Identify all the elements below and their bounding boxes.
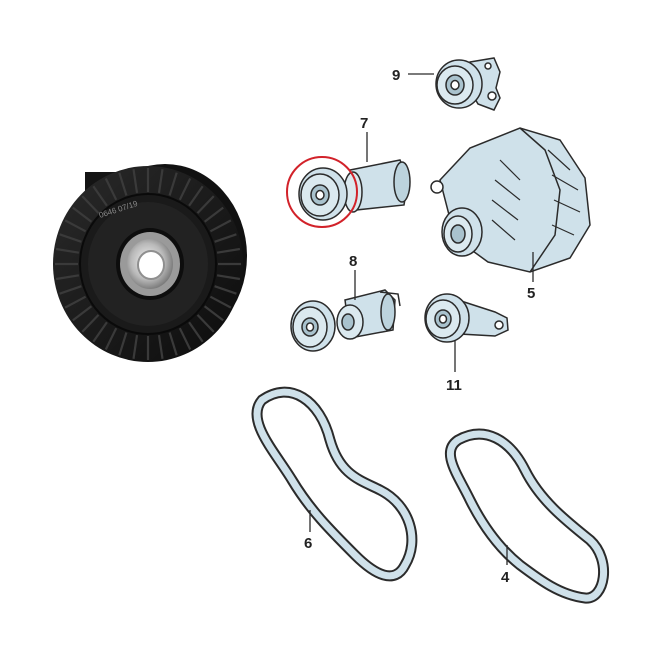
- pulley-rib: [209, 219, 232, 233]
- pulley-rib: [104, 178, 118, 201]
- pulley-rib: [168, 172, 178, 196]
- pulley-rib: [178, 327, 192, 350]
- pulley-rib: [178, 178, 192, 201]
- callout-5: 5: [527, 285, 535, 302]
- callout-7: 7: [360, 115, 368, 132]
- part-8-tensioner-assembly: [290, 289, 401, 352]
- pulley-rib: [203, 206, 224, 223]
- pulley-rib: [157, 334, 164, 359]
- highlight-circle: [286, 156, 358, 228]
- pulley-rib: [81, 195, 100, 214]
- pulley-rib: [209, 295, 232, 309]
- pulley-rib: [72, 305, 93, 322]
- pulley-rib: [55, 274, 80, 281]
- pulley-rib: [104, 327, 118, 350]
- pulley-rib: [81, 314, 100, 333]
- pulley-rib: [196, 195, 215, 214]
- callout-11: 11: [446, 377, 462, 394]
- callout-4: 4: [501, 569, 510, 586]
- pulley-rib: [118, 172, 128, 196]
- pulley-rib: [216, 274, 241, 281]
- pulley-photo: 0646 07/19: [53, 164, 247, 362]
- pulley-rib: [188, 185, 204, 207]
- pulley-rib: [118, 332, 128, 356]
- pulley-ribs: [55, 168, 241, 360]
- pulley-rib: [55, 247, 80, 254]
- part-11-idler-pulley: [424, 293, 509, 343]
- part-7-tensioner: [298, 159, 411, 221]
- pulley-rib: [64, 295, 87, 309]
- part-5-alternator: [430, 127, 591, 273]
- pulley-rib: [132, 334, 139, 359]
- pulley-rib: [59, 233, 82, 243]
- callout-9: 9: [392, 67, 400, 84]
- pulley-rib: [188, 321, 204, 343]
- pulley-rib: [92, 321, 108, 343]
- part-4-ribbed-belt: [444, 428, 610, 604]
- pulley-rib: [196, 314, 215, 333]
- part-9-idler-pulley: [435, 57, 501, 111]
- pulley-rib: [59, 285, 82, 295]
- pulley-rib: [92, 185, 108, 207]
- pulley-rib: [214, 233, 237, 243]
- callout-8: 8: [349, 253, 357, 270]
- pulley-rib: [214, 285, 237, 295]
- pulley-rib: [157, 169, 164, 194]
- pulley-rib: [132, 169, 139, 194]
- pulley-rib: [203, 305, 224, 322]
- pulley-rib: [168, 332, 178, 356]
- pulley-rib: [216, 247, 241, 254]
- pulley-rib: [64, 219, 87, 233]
- pulley-rib: [72, 206, 93, 223]
- part-6-ribbed-belt: [251, 386, 418, 582]
- callout-6: 6: [304, 535, 312, 552]
